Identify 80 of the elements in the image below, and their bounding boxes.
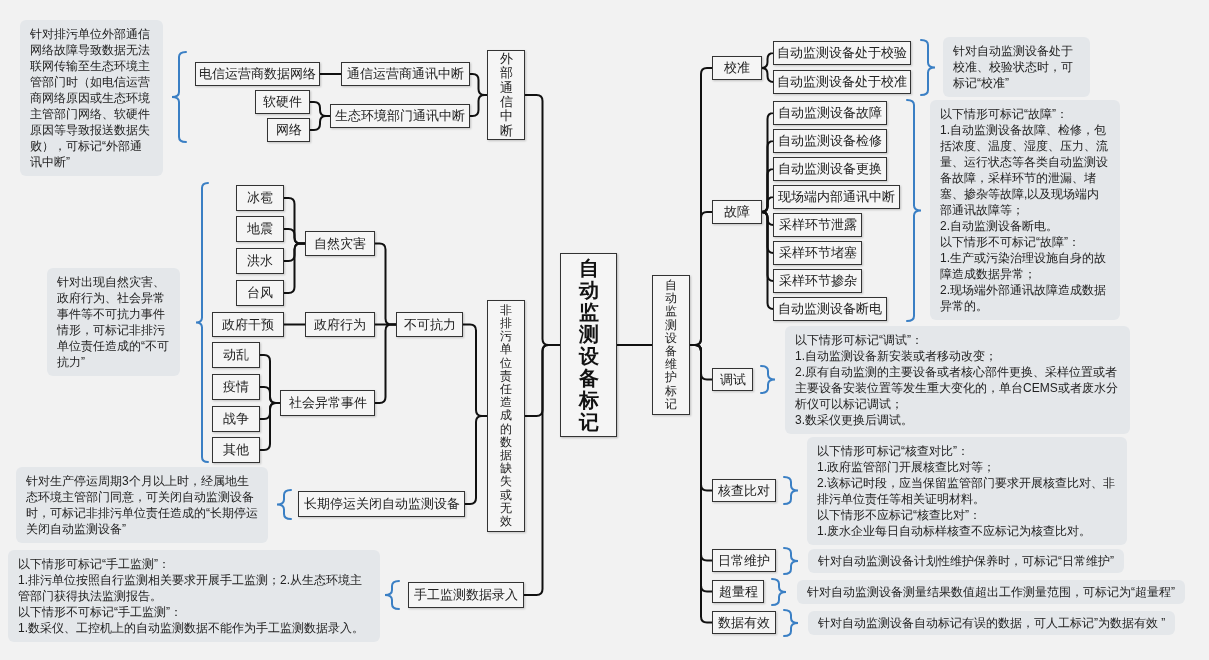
topic-box: 通信运营商通讯中断 (341, 62, 470, 86)
note-text: 1.数采仪、工控机上的自动监测数据不能作为手工监测数据录入。 (18, 620, 365, 636)
topic-box: 采样环节泄露 (773, 213, 862, 237)
topic-box: 长期停运关闭自动监测设备 (298, 491, 465, 517)
topic-box: 生态环境部门通讯中断 (330, 104, 470, 128)
topic-box: 软硬件 (255, 90, 310, 114)
topic-box: 数据有效 (712, 611, 776, 634)
topic-box: 战争 (212, 406, 260, 432)
note-text: 以下情形可标记“故障”： (940, 106, 1069, 122)
note-text: 针对出现自然灾害、政府行为、社会异常事件等不可抗力事件情形，可标记非排污单位责任造成的“不可抗力” (57, 274, 170, 370)
topic-box: 核查比对 (712, 479, 776, 502)
topic-box (487, 300, 525, 532)
note-text: 1.排污单位按照自行监测相关要求开展手工监测；2.从生态环境主管部门获得执法监测报告。 (18, 572, 363, 604)
note-text: 2.现场端外部通讯故障造成数据异常的。 (940, 282, 1107, 314)
topic-box: 地震 (236, 216, 284, 242)
topic-box: 自动监测设备故障 (773, 101, 887, 125)
topic-box: 自动监测设备更换 (773, 157, 887, 181)
topic-box: 日常维护 (712, 549, 776, 572)
vertical-topic-label: 外部通信中断 (499, 52, 513, 138)
topic-box: 自动监测设备检修 (773, 129, 887, 153)
vertical-topic-label: 非排污单位责任造成的数据缺失或无效 (500, 303, 512, 529)
topic-box: 自动监测设备处于校准 (773, 70, 911, 94)
note-text: 以下情形不应标记“核查比对”： (817, 507, 982, 523)
connector-line (319, 73, 342, 75)
connector-line (523, 344, 561, 596)
note-text: 针对排污单位外部通信网络故障导致数据无法联网传输至生态环境主管部门时（如电信运营商网络原因或生态环境主管部门网络、软硬件原因等导致报送数据失败），可标记“外部通讯中断” (30, 26, 151, 170)
topic-box: 政府行为 (305, 312, 375, 337)
connector-line (616, 344, 653, 346)
note-text: 针对生产停运周期3个月以上时，经属地生态环境主管部门同意，可关闭自动监测设备时，可标记非排污单位责任造成的“长期停运关闭自动监测设备” (26, 473, 258, 537)
topic-box: 现场端内部通讯中断 (773, 185, 900, 209)
central-topic-box (560, 253, 617, 437)
topic-box: 校准 (712, 56, 762, 80)
topic-box: 自动监测设备处于校验 (773, 41, 911, 65)
connector-line (760, 67, 775, 83)
note-text: 1.自动监测设备新安装或者移动改变； (795, 348, 998, 364)
note-text: 针对自动监测设备自动标记有误的数据，可人工标记”为数据有效 ” (818, 615, 1166, 631)
note-text: 2.自动监测设备断电。 (940, 218, 1059, 234)
topic-box: 采样环节掺杂 (773, 269, 862, 293)
topic-box: 采样环节堵塞 (773, 241, 862, 265)
note-text: 针对自动监测设备计划性维护保养时，可标记“日常维护” (818, 553, 1114, 569)
note-text: 2.原有自动监测的主要设备或者核心部件更换、采样位置或者主要设备安装位置等发生重大变化的，单台CEMS或者废水分析仪可以标记调试； (795, 364, 1119, 412)
topic-box: 故障 (712, 200, 762, 224)
topic-box: 电信运营商数据网络 (195, 62, 320, 86)
note-text: 以下情形可标记“核查对比”： (817, 443, 970, 459)
connector-line (464, 415, 488, 505)
note-text: 以下情形不可标记“故障”： (940, 234, 1081, 250)
topic-box: 不可抗力 (396, 312, 463, 337)
note-text: 1.政府监管部门开展核查比对等； (817, 459, 996, 475)
central-topic-label: 自动监测设备标记 (578, 257, 599, 433)
note-text: 1.废水企业每日自动标样核查不应标记为核查比对。 (817, 523, 1092, 539)
topic-box: 政府干预 (212, 312, 284, 337)
topic-box: 超量程 (712, 580, 764, 603)
topic-box: 调试 (712, 368, 753, 391)
topic-box (652, 275, 690, 415)
connector-line (283, 242, 306, 294)
note-text: 针对自动监测设备处于校准、校验状态时，可标记“校准” (953, 43, 1074, 91)
topic-box: 动乱 (212, 342, 260, 368)
note-text: 以下情形不可标记“手工监测”： (18, 604, 183, 620)
note-text: 2.该标记时段，应当保留监管部门要求开展核查比对、非排污单位责任等相关证明材料。 (817, 475, 1116, 507)
topic-box (487, 50, 525, 140)
note-text: 针对自动监测设备测量结果数值超出工作测量范围，可标记为“超量程” (807, 584, 1175, 600)
topic-box: 其他 (212, 437, 260, 463)
note-text: 1.自动监测设备故障、检修，包括浓度、温度、湿度、压力、流量、运行状态等各类自动监测设备故障，采样环节的泄漏、堵塞、掺杂等故障,以及现场端内部通讯故障等； (940, 122, 1109, 218)
topic-box: 冰雹 (236, 185, 284, 211)
topic-box: 社会异常事件 (280, 390, 375, 416)
note-text: 以下情形可标记“手工监测”： (18, 556, 171, 572)
topic-box: 台风 (236, 280, 284, 306)
vertical-topic-label: 自动监测设备维护标记 (665, 279, 677, 411)
connector-line (283, 323, 306, 326)
note-text: 1.生产或污染治理设施自身的故障造成数据异常； (940, 250, 1107, 282)
note-text: 以下情形可标记“调试”： (795, 332, 924, 348)
topic-box: 自然灾害 (305, 231, 375, 256)
topic-box: 自动监测设备断电 (773, 297, 887, 321)
topic-box: 洪水 (236, 248, 284, 274)
topic-box: 手工监测数据录入 (408, 582, 524, 608)
connector-line (760, 211, 775, 310)
note-text: 3.数采仪更换后调试。 (795, 412, 914, 428)
topic-box: 疫情 (212, 374, 260, 400)
topic-box: 网络 (267, 118, 310, 142)
connector-line (374, 323, 397, 404)
